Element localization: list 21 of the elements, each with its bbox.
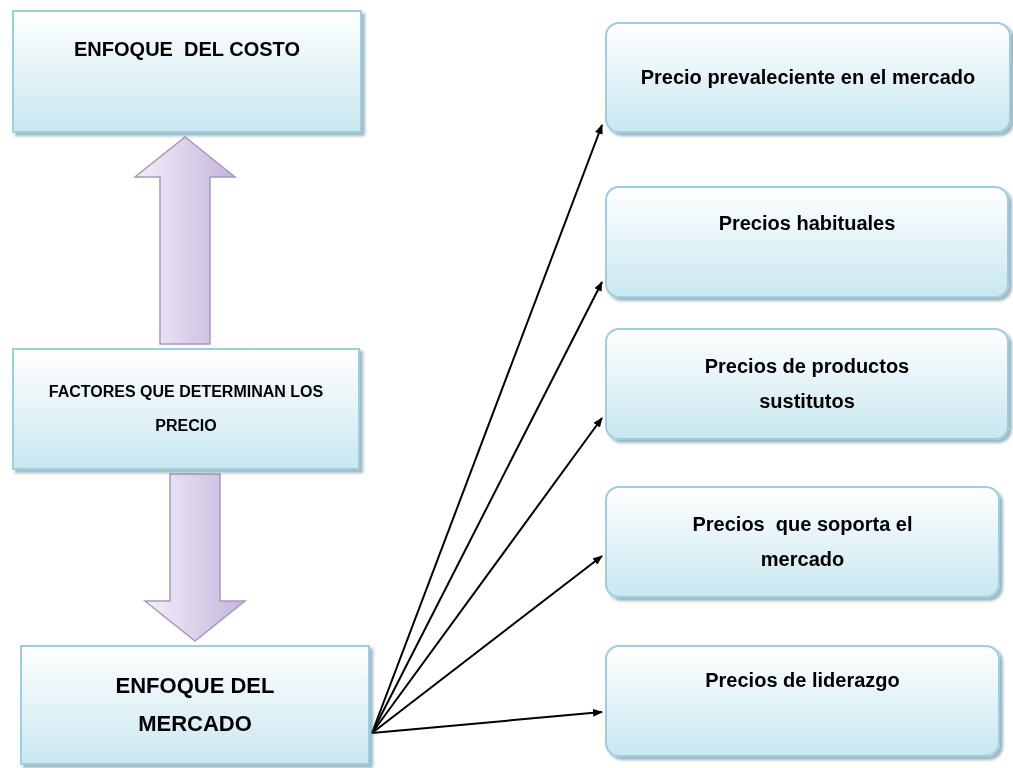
box-label: Precio prevaleciente en el mercado — [640, 65, 976, 90]
block-arrow — [142, 473, 248, 642]
box-label: Precios habituales — [718, 211, 896, 236]
text-box — [605, 486, 1000, 598]
box-label: Precios que soporta el mercado — [691, 512, 914, 572]
arrow — [371, 124, 603, 734]
box-label: ENFOQUE DEL MERCADO — [114, 671, 276, 738]
box-label: Precios de liderazgo — [705, 668, 900, 693]
text-box — [605, 22, 1011, 133]
arrow — [371, 555, 603, 734]
arrow — [371, 708, 603, 734]
block-arrow — [132, 136, 238, 345]
text-box — [20, 645, 370, 765]
text-box — [12, 348, 360, 470]
text-box — [605, 645, 1000, 757]
text-box — [12, 10, 362, 133]
text-box — [605, 186, 1009, 298]
text-box — [605, 328, 1009, 440]
box-label: FACTORES QUE DETERMINAN LOS PRECIO — [47, 382, 325, 436]
box-label: Precios de productos sustitutos — [703, 354, 911, 414]
box-label: ENFOQUE DEL COSTO — [74, 37, 300, 62]
